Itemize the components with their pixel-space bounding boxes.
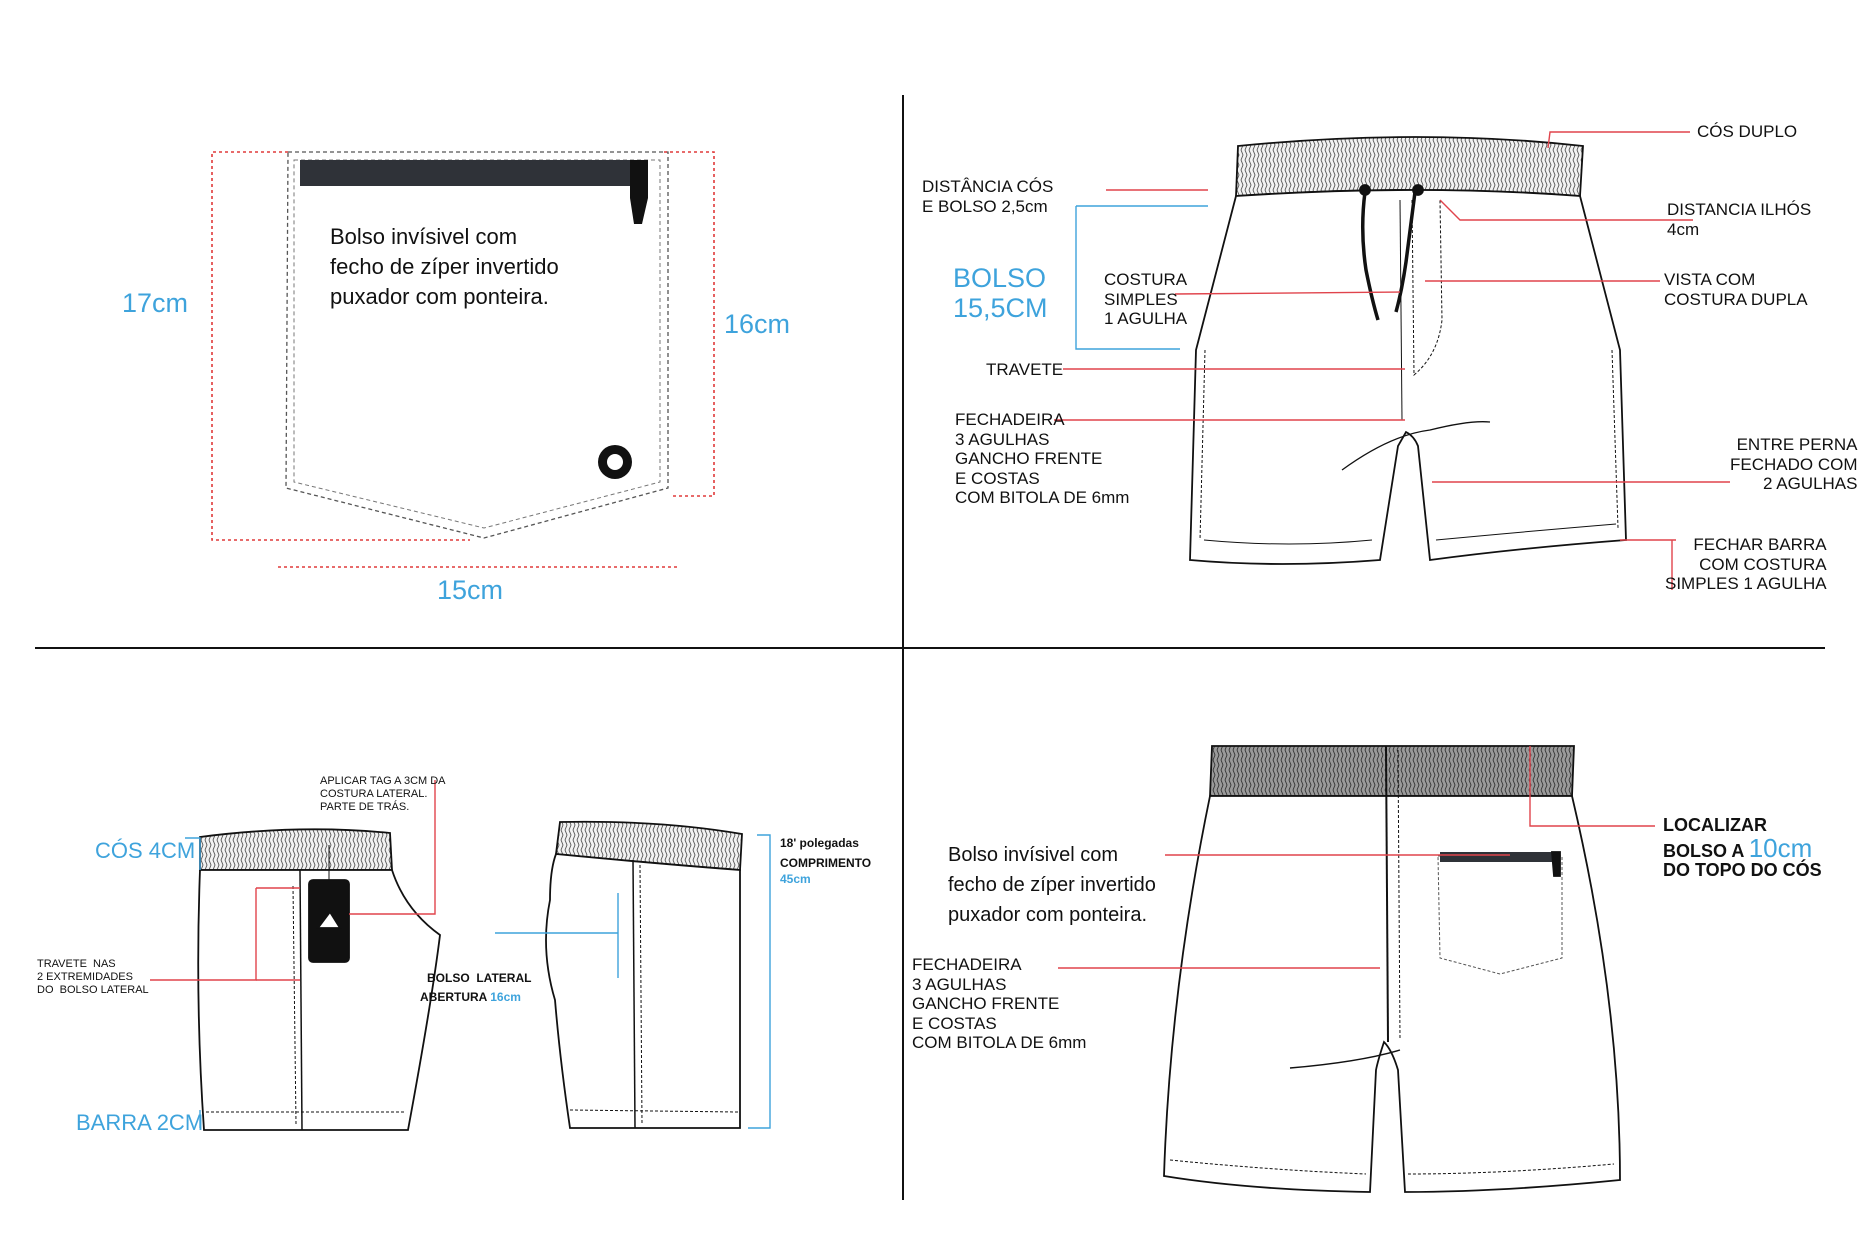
- label-localizar-value: 10cm: [1748, 833, 1813, 863]
- front-shorts-drawing: [1189, 136, 1627, 565]
- label-fechadeira-back: FECHADEIRA 3 AGULHAS GANCHO FRENTE E COS…: [912, 955, 1087, 1053]
- label-bolso-lateral: BOLSO LATERAL: [427, 971, 532, 985]
- pocket-height-outer: 17cm: [122, 288, 189, 318]
- label-travete-side: TRAVETE NAS 2 EXTREMIDADES DO BOLSO LATE…: [37, 958, 149, 996]
- label-cos-duplo: CÓS DUPLO: [1697, 122, 1798, 141]
- label-localizar-3: DO TOPO DO CÓS: [1663, 860, 1822, 880]
- label-length: 18' polegadas COMPRIMENTO: [780, 836, 872, 870]
- side-view-left-drawing: [197, 828, 441, 1131]
- label-cos-4cm: CÓS 4CM: [95, 838, 196, 863]
- pocket-detail-drawing: [285, 151, 669, 539]
- label-vista: VISTA COM COSTURA DUPLA: [1664, 270, 1808, 309]
- label-length-value: 45cm: [780, 872, 811, 886]
- label-abertura: ABERTURA 16cm: [420, 990, 521, 1004]
- label-bolso-back: Bolso invísivel com fecho de zíper inver…: [948, 844, 1156, 926]
- label-barra-2cm: BARRA 2CM: [76, 1110, 204, 1135]
- front-bolso-bracket: [1075, 205, 1208, 350]
- label-distancia-cos: DISTÂNCIA CÓS E BOLSO 2,5cm: [922, 177, 1054, 216]
- side-view-right-leaders: [495, 834, 771, 1129]
- label-fechar-barra: FECHAR BARRA COM COSTURA SIMPLES 1 AGULH…: [1665, 535, 1827, 594]
- back-shorts-drawing: [1163, 745, 1621, 1193]
- pocket-description: Bolso invísivel com fecho de zíper inver…: [330, 224, 559, 309]
- label-localizar: LOCALIZAR: [1663, 815, 1767, 835]
- pocket-width: 15cm: [437, 575, 504, 605]
- side-view-right-drawing: [545, 820, 743, 1129]
- label-costura-simples: COSTURA SIMPLES 1 AGULHA: [1104, 270, 1188, 329]
- label-distancia-ilhos: DISTANCIA ILHÓS 4cm: [1667, 200, 1812, 239]
- label-fechadeira-front: FECHADEIRA 3 AGULHAS GANCHO FRENTE E COS…: [955, 410, 1130, 508]
- label-aplicar-tag: APLICAR TAG A 3CM DA COSTURA LATERAL. PA…: [320, 775, 446, 813]
- divider-lines: [35, 95, 1825, 1200]
- pocket-dimensions: [211, 151, 715, 568]
- pocket-height-inner: 16cm: [724, 309, 791, 339]
- side-view-left-leaders: [150, 780, 436, 1128]
- front-leader-lines: [1054, 131, 1730, 541]
- label-localizar-2: BOLSO A 10cm: [1663, 833, 1813, 863]
- label-travete: TRAVETE: [986, 360, 1064, 379]
- label-bolso-front: BOLSO 15,5CM: [953, 263, 1048, 323]
- back-leader-lines: [1058, 746, 1655, 969]
- label-abertura-value: 16cm: [490, 990, 521, 1004]
- label-entre-perna: ENTRE PERNA FECHADO COM 2 AGULHAS: [1730, 435, 1858, 494]
